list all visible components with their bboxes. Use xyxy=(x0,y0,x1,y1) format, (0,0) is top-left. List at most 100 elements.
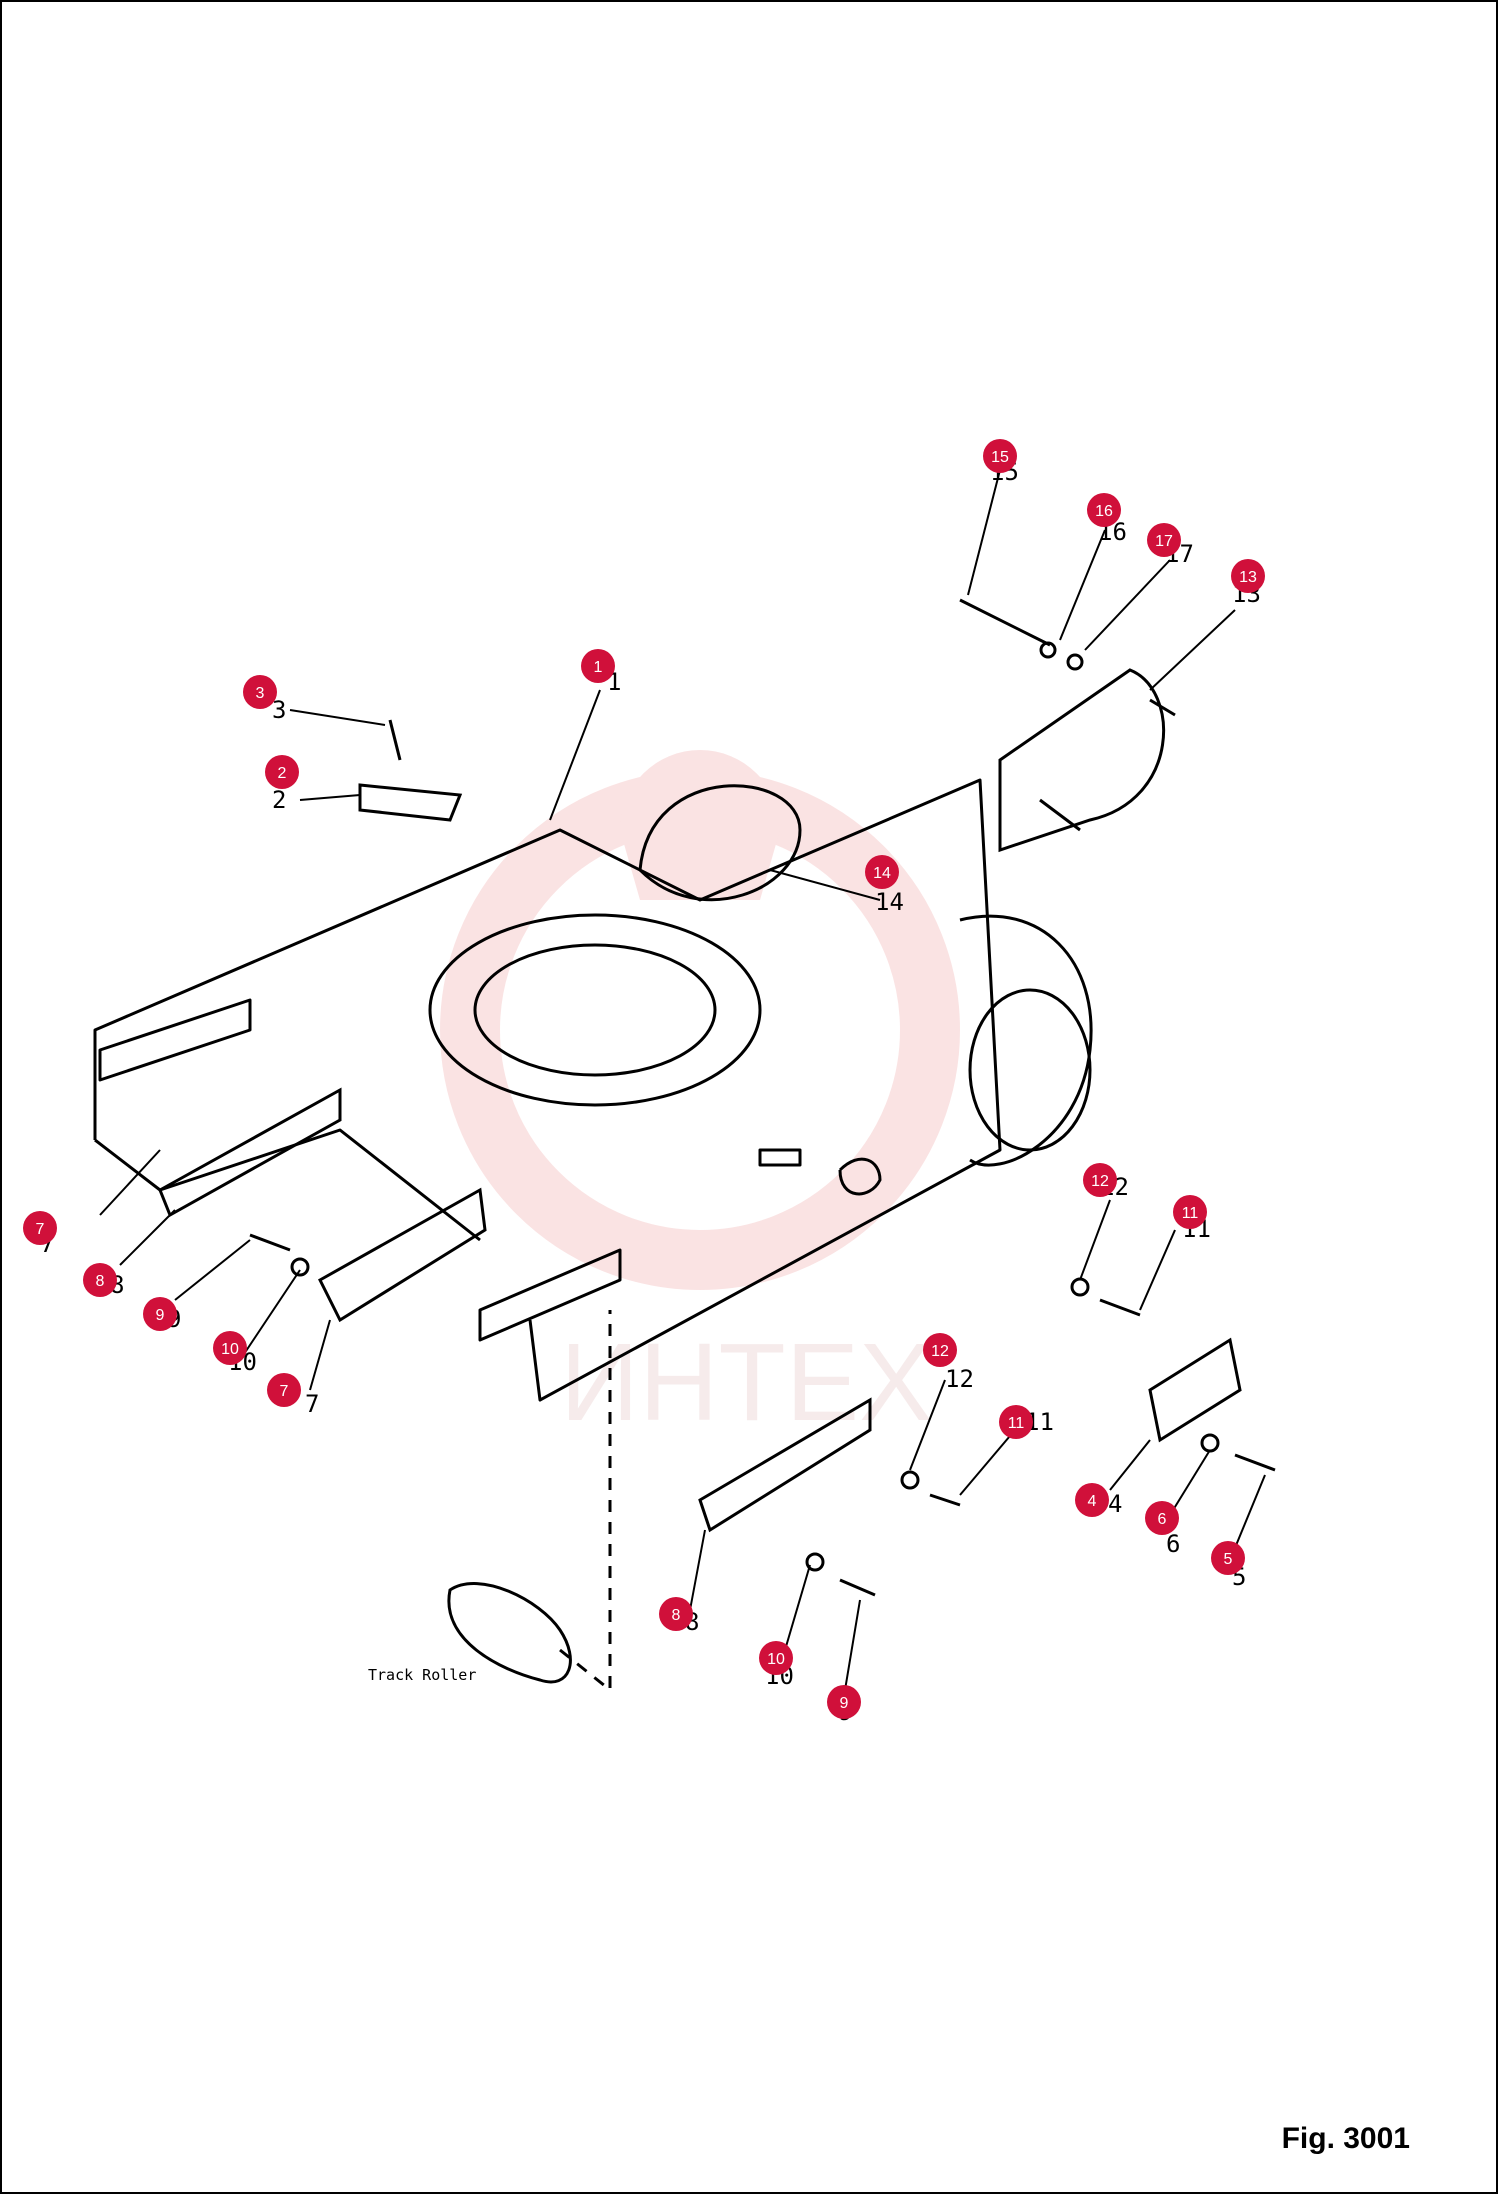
side-access-hole xyxy=(838,1157,882,1196)
callout-13[interactable]: 13 xyxy=(1231,559,1265,593)
plate-2 xyxy=(358,783,463,822)
watermark-gear-tooth xyxy=(620,750,780,900)
svg-text:8: 8 xyxy=(96,1273,105,1290)
callout-4[interactable]: 4 xyxy=(1075,1483,1109,1517)
cover-plate-4 xyxy=(1148,1337,1242,1443)
bolt-5 xyxy=(1234,1453,1276,1472)
part-number-4: 4 xyxy=(1108,1490,1122,1518)
frame-edge-bottom xyxy=(0,2192,1498,2194)
svg-text:14: 14 xyxy=(873,865,891,882)
callout-6[interactable]: 6 xyxy=(1145,1501,1179,1535)
svg-text:15: 15 xyxy=(991,449,1009,466)
callout-2[interactable]: 2 xyxy=(265,755,299,789)
svg-text:7: 7 xyxy=(280,1383,289,1400)
washer-17 xyxy=(1066,653,1084,671)
part-number-3: 3 xyxy=(272,696,286,724)
callout-10a[interactable]: 10 xyxy=(213,1331,247,1365)
callout-11a[interactable]: 11 xyxy=(1173,1195,1207,1229)
bolt-3 xyxy=(388,719,402,761)
svg-text:12: 12 xyxy=(1091,1173,1109,1190)
bolt-11a xyxy=(1099,1298,1141,1317)
guard-plate-7b xyxy=(318,1187,487,1323)
cover-plate-13 xyxy=(998,668,1176,853)
svg-text:8: 8 xyxy=(672,1607,681,1624)
svg-text:6: 6 xyxy=(1158,1511,1167,1528)
callout-17[interactable]: 17 xyxy=(1147,523,1181,557)
callout-11b[interactable]: 11 xyxy=(999,1405,1033,1439)
svg-text:9: 9 xyxy=(156,1307,165,1324)
guard-plate-8a xyxy=(158,1087,342,1218)
left-rail-slot xyxy=(98,998,252,1082)
watermark-text: ИНТЕХ xyxy=(560,1321,932,1444)
washer-16 xyxy=(1039,641,1057,659)
part-number-12b: 12 xyxy=(945,1365,974,1393)
svg-text:10: 10 xyxy=(221,1341,239,1358)
watermark-logo: ИНТЕХ xyxy=(440,750,960,1444)
track-frame-lower-edge xyxy=(94,1128,481,1242)
svg-text:16: 16 xyxy=(1095,503,1113,520)
callout-15[interactable]: 15 xyxy=(983,439,1017,473)
svg-text:4: 4 xyxy=(1088,1493,1097,1510)
bolt-15 xyxy=(959,598,1051,647)
watermark-gear-ring xyxy=(440,770,960,1290)
right-rail-slot xyxy=(478,1248,622,1342)
callout-12b[interactable]: 12 xyxy=(923,1333,957,1367)
svg-text:17: 17 xyxy=(1155,533,1173,550)
callout-3[interactable]: 3 xyxy=(243,675,277,709)
track-roller: Track Roller xyxy=(368,1310,612,1694)
part-number-2: 2 xyxy=(272,786,286,814)
swing-circle-ring xyxy=(428,913,762,1107)
callout-16[interactable]: 16 xyxy=(1087,493,1121,527)
bolt-11b xyxy=(929,1493,961,1507)
svg-text:5: 5 xyxy=(1224,1551,1233,1568)
svg-text:7: 7 xyxy=(36,1221,45,1238)
frame-edge-right xyxy=(1496,0,1498,2194)
track-frame-outline xyxy=(93,778,1002,1402)
guard-plate-8b xyxy=(698,1397,872,1533)
bolt-9b xyxy=(839,1578,876,1597)
callout-9b[interactable]: 9 xyxy=(827,1685,861,1719)
washer-6 xyxy=(1200,1433,1220,1453)
callout-10b[interactable]: 10 xyxy=(759,1641,793,1675)
callout-markers[interactable]: 1 2 3 4 5 6 7 7 8 8 9 9 10 10 11 11 12 1… xyxy=(23,439,1265,1719)
bolt-9a xyxy=(249,1233,291,1252)
callout-5[interactable]: 5 xyxy=(1211,1541,1245,1575)
part-number-14: 14 xyxy=(875,888,904,916)
guard-plates xyxy=(158,1087,872,1533)
washer-12a xyxy=(1070,1277,1090,1297)
callout-9a[interactable]: 9 xyxy=(143,1297,177,1331)
washer-10b xyxy=(805,1552,825,1572)
svg-text:13: 13 xyxy=(1239,569,1257,586)
svg-text:11: 11 xyxy=(1008,1415,1025,1432)
track-frame xyxy=(93,778,1093,1402)
svg-text:10: 10 xyxy=(767,1651,785,1668)
frame-end-housing xyxy=(959,914,1093,1167)
figure-label: Fig. 3001 xyxy=(1281,2122,1410,2155)
callout-1[interactable]: 1 xyxy=(581,649,615,683)
callout-8a[interactable]: 8 xyxy=(83,1263,117,1297)
part-number-6: 6 xyxy=(1166,1530,1180,1558)
svg-text:3: 3 xyxy=(256,685,265,702)
callout-12a[interactable]: 12 xyxy=(1083,1163,1117,1197)
svg-text:1: 1 xyxy=(594,659,603,676)
svg-text:11: 11 xyxy=(1182,1205,1199,1222)
track-roller-label: Track Roller xyxy=(368,1666,476,1684)
leader-lines xyxy=(99,469,1266,1691)
callout-7a[interactable]: 7 xyxy=(23,1211,57,1245)
washer-10a xyxy=(290,1257,310,1277)
svg-text:12: 12 xyxy=(931,1343,949,1360)
callout-8b[interactable]: 8 xyxy=(659,1597,693,1631)
swing-bearing-boss xyxy=(638,784,802,902)
frame-slot xyxy=(758,1148,802,1167)
bolts xyxy=(249,598,1276,1597)
svg-text:9: 9 xyxy=(840,1695,849,1712)
callout-14[interactable]: 14 xyxy=(865,855,899,889)
svg-text:2: 2 xyxy=(278,765,287,782)
part-number-7b: 7 xyxy=(305,1390,319,1418)
swing-circle-inner xyxy=(473,943,717,1077)
callout-7b[interactable]: 7 xyxy=(267,1373,301,1407)
washer-12b xyxy=(900,1470,920,1490)
frame-end-bore xyxy=(968,988,1092,1152)
